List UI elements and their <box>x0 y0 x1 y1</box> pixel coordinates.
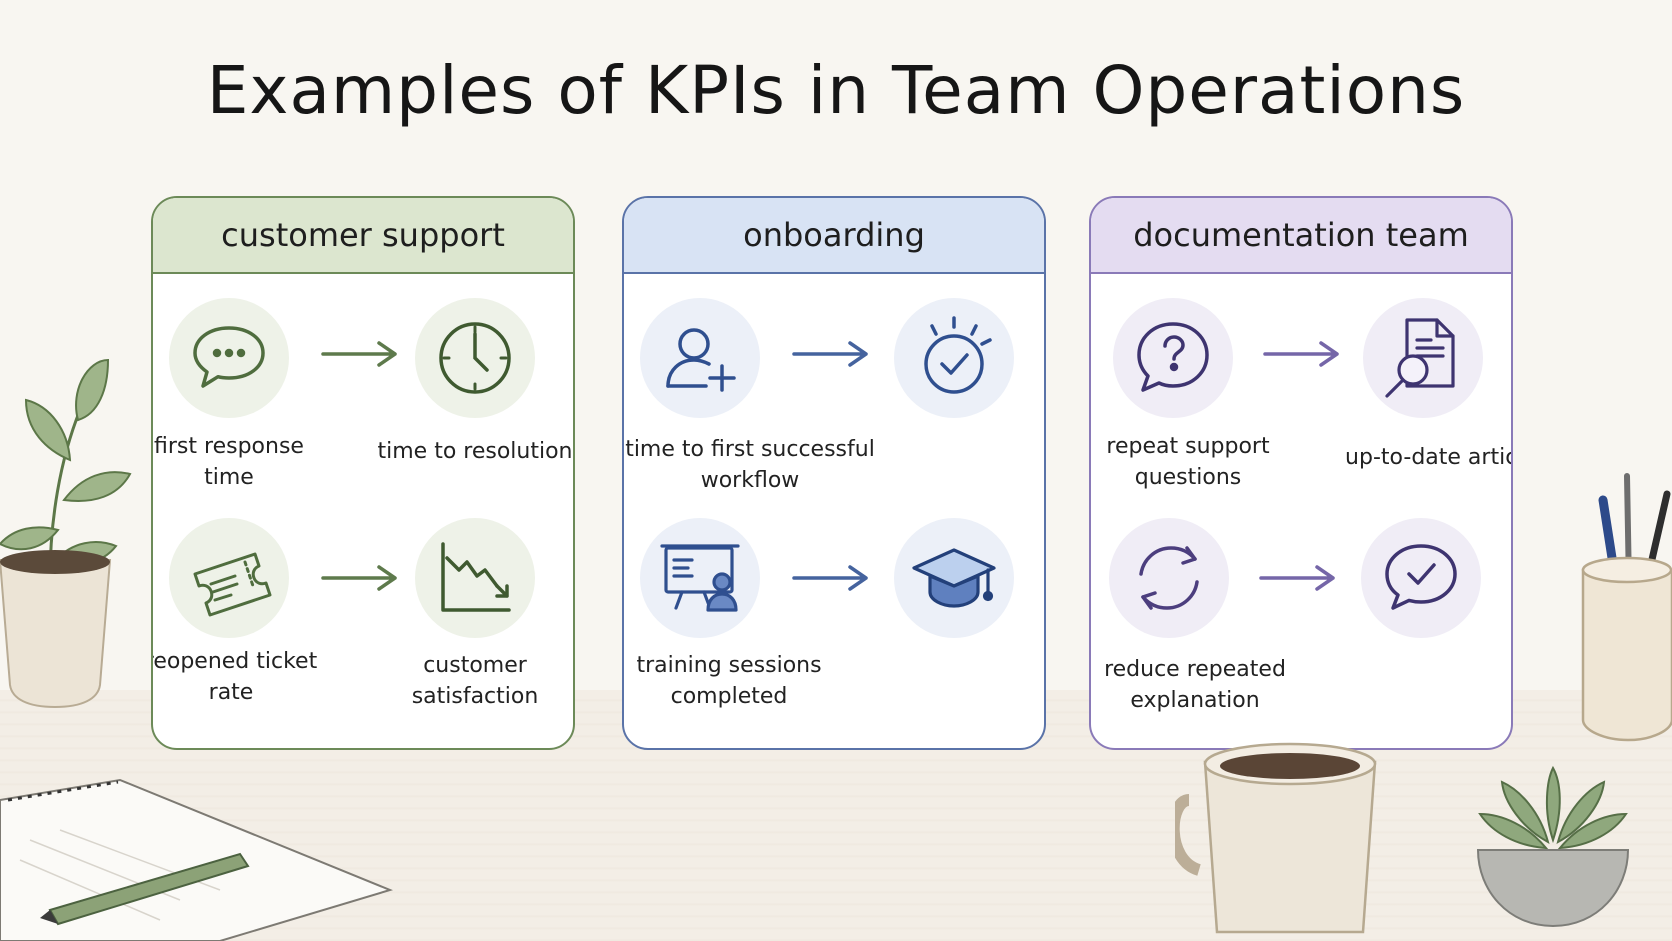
ticket-icon <box>169 518 289 638</box>
notebook-with-pen-illustration <box>0 778 394 941</box>
succulent-illustration <box>1476 765 1630 928</box>
metric-label: repeat support questions <box>1106 434 1270 490</box>
chat-bubble-icon <box>169 298 289 418</box>
declining-chart-icon <box>415 518 535 638</box>
refresh-cycle-icon <box>1109 518 1229 638</box>
metric-label: first response time <box>154 434 304 490</box>
arrow-right-icon <box>792 341 868 367</box>
question-bubble-icon <box>1113 298 1233 418</box>
metric-label: reopened ticket rate <box>151 649 318 705</box>
metric-label: up-to-date article <box>1345 445 1511 470</box>
document-search-icon <box>1363 298 1483 418</box>
arrow-right-icon <box>792 565 868 591</box>
metric-label: customer satisfaction <box>411 653 539 709</box>
arrow-right-icon <box>321 565 397 591</box>
panel-heading: customer support <box>153 198 573 274</box>
panel-documentation-team: documentation team repeat support questi… <box>1089 196 1513 750</box>
panel-heading: onboarding <box>624 198 1044 274</box>
panel-heading: documentation team <box>1091 198 1511 274</box>
check-bubble-icon <box>1361 518 1481 638</box>
graduation-cap-icon <box>894 518 1014 638</box>
coffee-mug-illustration <box>1175 742 1377 934</box>
add-user-icon <box>640 298 760 418</box>
metric-label: reduce repeated explanation <box>1104 657 1286 713</box>
arrow-right-icon <box>1259 565 1335 591</box>
arrow-right-icon <box>1263 341 1339 367</box>
check-badge-icon <box>894 298 1014 418</box>
metric-label: time to first successful workflow <box>625 437 875 493</box>
clock-icon <box>415 298 535 418</box>
pen-holder-illustration <box>1581 473 1672 742</box>
potted-plant-illustration <box>0 358 132 709</box>
panel-onboarding: onboarding time to first successful work… <box>622 196 1046 750</box>
arrow-right-icon <box>321 341 397 367</box>
metric-label: training sessions completed <box>636 653 822 709</box>
panel-customer-support: customer support first response time tim… <box>151 196 575 750</box>
presentation-icon <box>640 518 760 638</box>
page-title: Examples of KPIs in Team Operations <box>206 52 1466 129</box>
metric-label: time to resolution <box>377 439 573 464</box>
